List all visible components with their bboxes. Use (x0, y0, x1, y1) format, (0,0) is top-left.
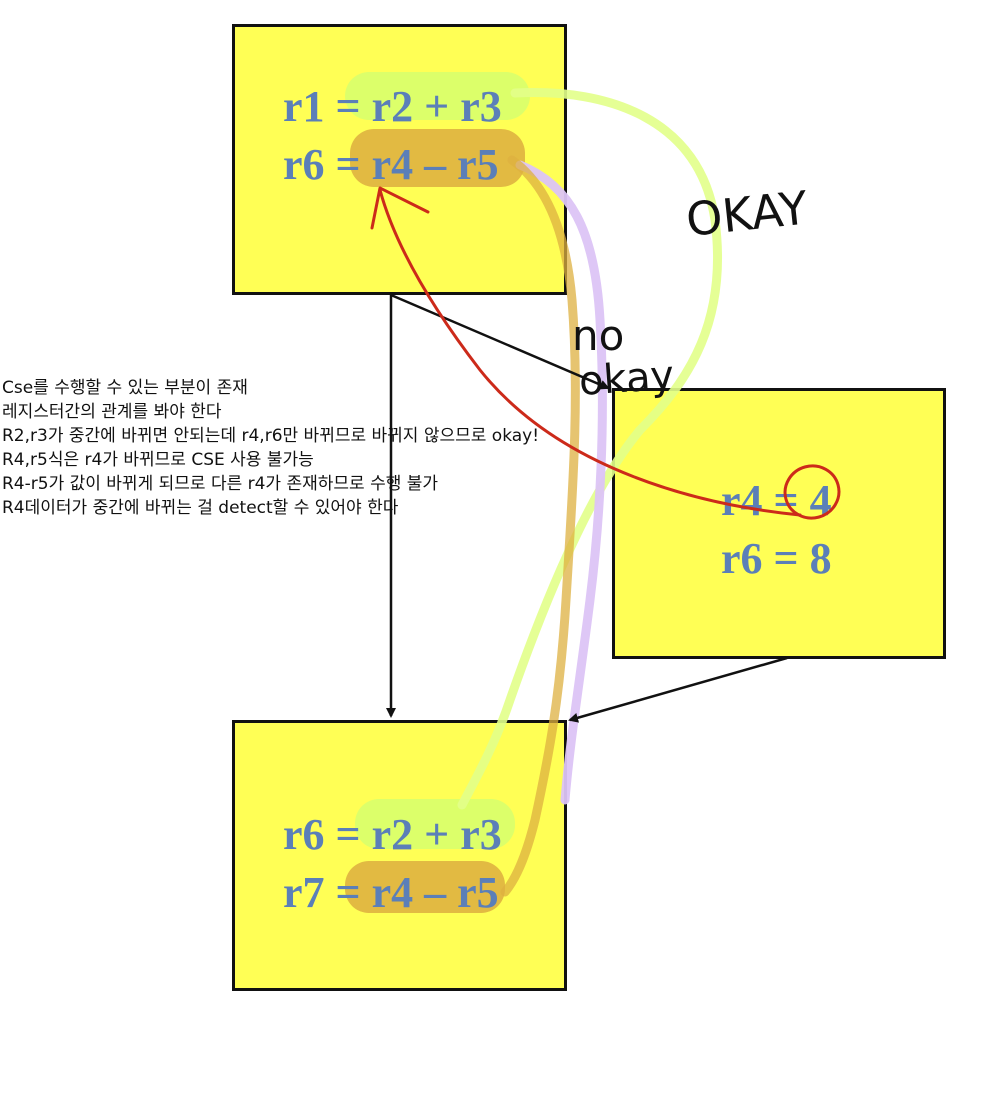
note-line: Cse를 수행할 수 있는 부분이 존재 (2, 378, 248, 398)
instruction-r4-assign: r4 = 4 (721, 476, 832, 525)
edge-b1-to-b2 (390, 293, 610, 390)
instruction-r6: r6 = r4 – r5 (283, 140, 499, 189)
instruction-r6-b3: r6 = r2 + r3 (283, 810, 502, 859)
instruction-r7-b3: r7 = r4 – r5 (283, 868, 499, 917)
highlight-r4-r5-b3 (345, 861, 505, 913)
instruction-r1: r1 = r2 + r3 (283, 82, 502, 131)
annotation-okay: OKAY (684, 180, 811, 247)
instruction-r6-assign: r6 = 8 (721, 534, 832, 583)
note-line: R4-r5가 값이 바뀌게 되므로 다른 r4가 존재하므로 수행 불가 (2, 474, 439, 494)
basic-block-1: r1 = r2 + r3 r6 = r4 – r5 (232, 24, 567, 295)
basic-block-3: r6 = r2 + r3 r7 = r4 – r5 (232, 720, 567, 991)
note-line: R4,r5식은 r4가 바뀌므로 CSE 사용 불가능 (2, 450, 314, 470)
note-line: R4데이터가 중간에 바뀌는 걸 detect할 수 있어야 한다 (2, 498, 399, 518)
notes-text: Cse를 수행할 수 있는 부분이 존재 레지스터간의 관계를 봐야 한다 R2… (2, 376, 612, 520)
edge-b2-to-b3 (568, 656, 788, 723)
note-line: R2,r3가 중간에 바뀌면 안되는데 r4,r6만 바뀌므로 바뀌지 않으므로… (2, 426, 540, 446)
basic-block-2: r4 = 4 r6 = 8 (612, 388, 946, 659)
annotation-no: no (572, 311, 624, 360)
note-line: 레지스터간의 관계를 봐야 한다 (2, 402, 222, 422)
